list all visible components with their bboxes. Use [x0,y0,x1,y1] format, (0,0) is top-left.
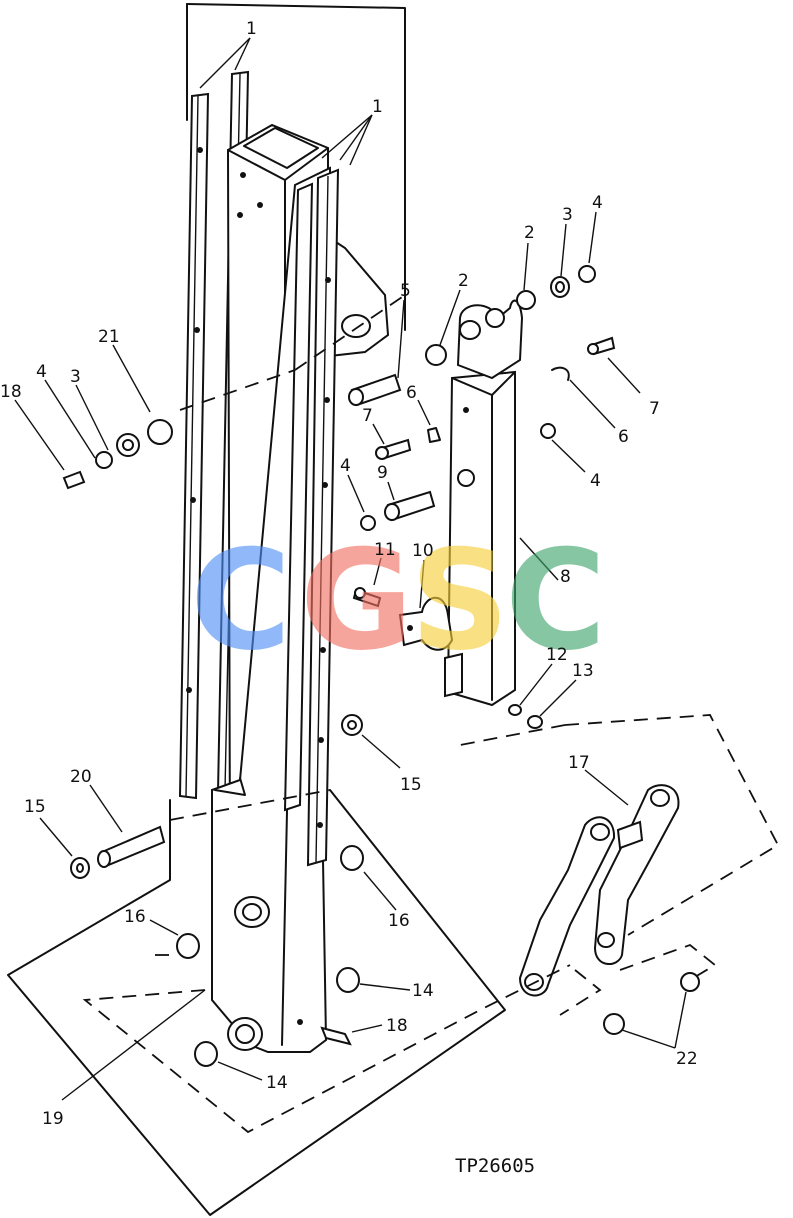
callout-3-b: 3 [70,367,81,387]
callout-4-c: 4 [340,456,351,476]
callout-16-a: 16 [388,911,410,931]
callout-1-right: 1 [372,97,383,117]
callout-7-a: 7 [649,399,660,419]
watermark-letter-c1: C [190,520,291,681]
callout-6-a: 6 [618,427,629,447]
callout-8: 8 [560,567,571,587]
callout-18-b: 18 [386,1016,408,1036]
link-plates [518,784,680,997]
callout-18-a: 18 [0,382,22,402]
frame-panel-lines [7,3,506,1216]
callout-14-a: 14 [412,981,434,1001]
callout-labels: 1 1 5 2 2 3 4 7 6 4 6 7 9 4 11 10 8 12 1… [0,19,698,1129]
callout-14-b: 14 [266,1073,288,1093]
callout-19: 19 [42,1109,64,1129]
callout-17: 17 [568,753,590,773]
callout-4-d: 4 [36,362,47,382]
figure-id: TP26605 [455,1155,535,1177]
callout-12: 12 [546,645,568,665]
callout-10: 10 [412,541,434,561]
watermark-letter-s: S [410,520,509,681]
cylinder-body [444,299,524,707]
callout-5: 5 [400,281,411,301]
hose-clamp [398,596,454,651]
callout-15-a: 15 [400,775,422,795]
callout-7-b: 7 [362,406,373,426]
callout-1-left: 1 [246,19,257,39]
wear-strip-right [283,168,340,867]
callout-3-a: 3 [562,205,573,225]
callout-15-b: 15 [24,797,46,817]
leader-lines [14,37,687,1101]
callout-22: 22 [676,1049,698,1069]
callout-11: 11 [374,540,396,560]
callout-4-b: 4 [590,471,601,491]
watermark-letter-c2: C [505,520,606,681]
callout-2-b: 2 [524,223,535,243]
callout-21: 21 [98,327,120,347]
wear-strip-left [178,92,210,800]
callout-20: 20 [70,767,92,787]
loose-parts [62,265,700,1067]
callout-2-a: 2 [458,271,469,291]
callout-9: 9 [377,463,388,483]
dashed-assembly-lines [82,294,780,1134]
callout-6-b: 6 [406,383,417,403]
watermark-letter-g: G [300,520,413,681]
watermark: C G S C [190,520,606,681]
callout-13: 13 [572,661,594,681]
callout-16-b: 16 [124,907,146,927]
callout-4-a: 4 [592,193,603,213]
